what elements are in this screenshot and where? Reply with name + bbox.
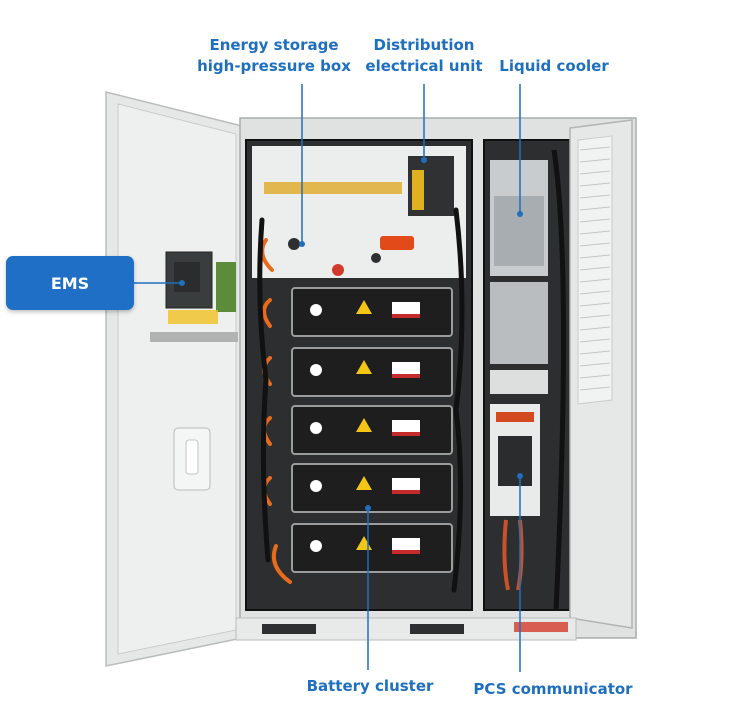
label-battery-cluster-text: Battery cluster bbox=[306, 677, 434, 695]
label-ems: EMS bbox=[6, 256, 134, 310]
battery-modules bbox=[291, 287, 453, 573]
battery-module bbox=[291, 347, 453, 397]
battery-module bbox=[291, 463, 453, 513]
battery-module bbox=[291, 287, 453, 337]
label-distribution-line1: Distribution bbox=[373, 36, 475, 54]
label-ems-text: EMS bbox=[50, 273, 90, 293]
cabinet-base bbox=[235, 617, 577, 641]
label-battery-cluster: Battery cluster bbox=[302, 676, 438, 697]
label-energy-storage-line2: high-pressure box bbox=[197, 57, 351, 75]
label-energy-storage-line1: Energy storage bbox=[209, 36, 339, 54]
label-pcs-communicator: PCS communicator bbox=[468, 679, 638, 700]
battery-module bbox=[291, 405, 453, 455]
label-energy-storage-box: Energy storage high-pressure box bbox=[196, 35, 352, 77]
label-liquid-cooler-text: Liquid cooler bbox=[499, 57, 609, 75]
label-distribution-unit: Distribution electrical unit bbox=[364, 35, 484, 77]
label-liquid-cooler: Liquid cooler bbox=[492, 56, 616, 77]
battery-module bbox=[291, 523, 453, 573]
label-distribution-line2: electrical unit bbox=[365, 57, 483, 75]
label-pcs-communicator-text: PCS communicator bbox=[473, 680, 633, 698]
